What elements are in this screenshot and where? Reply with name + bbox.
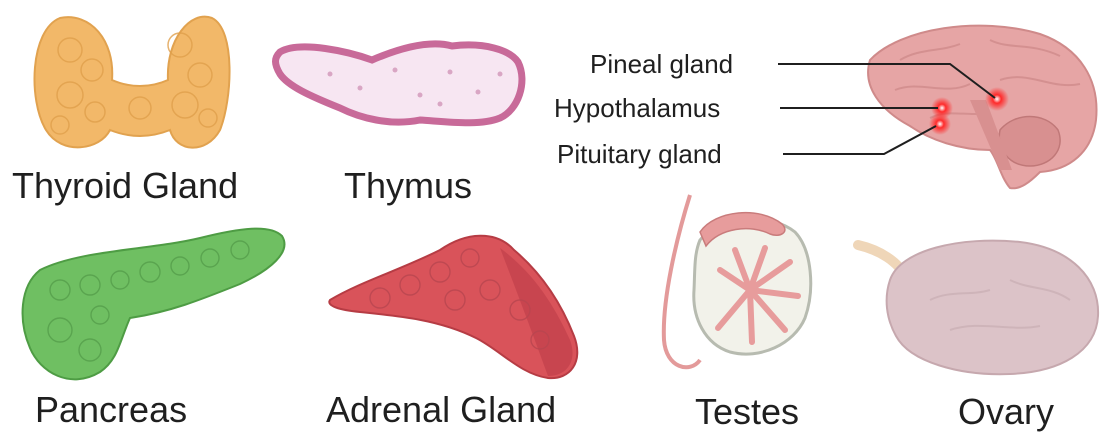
- ovary-shape: [887, 241, 1098, 375]
- pancreas-shape: [23, 229, 285, 380]
- caption-thymus: Thymus: [344, 168, 472, 204]
- pancreas-illustration: [23, 229, 285, 380]
- caption-ovary: Ovary: [958, 394, 1054, 430]
- thyroid-shape: [34, 17, 229, 148]
- pineal-hotspot: [985, 87, 1009, 111]
- caption-thyroid: Thyroid Gland: [12, 168, 238, 204]
- label-pituitary-gland: Pituitary gland: [557, 141, 722, 167]
- thymus-illustration: [276, 44, 522, 123]
- thyroid-illustration: [34, 17, 229, 148]
- caption-pancreas: Pancreas: [35, 392, 187, 428]
- label-hypothalamus: Hypothalamus: [554, 95, 720, 121]
- thymus-shape: [276, 44, 522, 123]
- testes-illustration: [664, 195, 811, 367]
- adrenal-illustration: [329, 236, 577, 378]
- ovary-illustration: [858, 241, 1098, 375]
- caption-adrenal: Adrenal Gland: [326, 392, 556, 428]
- caption-testes: Testes: [695, 394, 799, 430]
- label-pineal-gland: Pineal gland: [590, 51, 733, 77]
- brain-illustration: [868, 26, 1096, 189]
- pituitary-hotspot: [929, 113, 951, 135]
- pituitary-leader: [783, 126, 936, 154]
